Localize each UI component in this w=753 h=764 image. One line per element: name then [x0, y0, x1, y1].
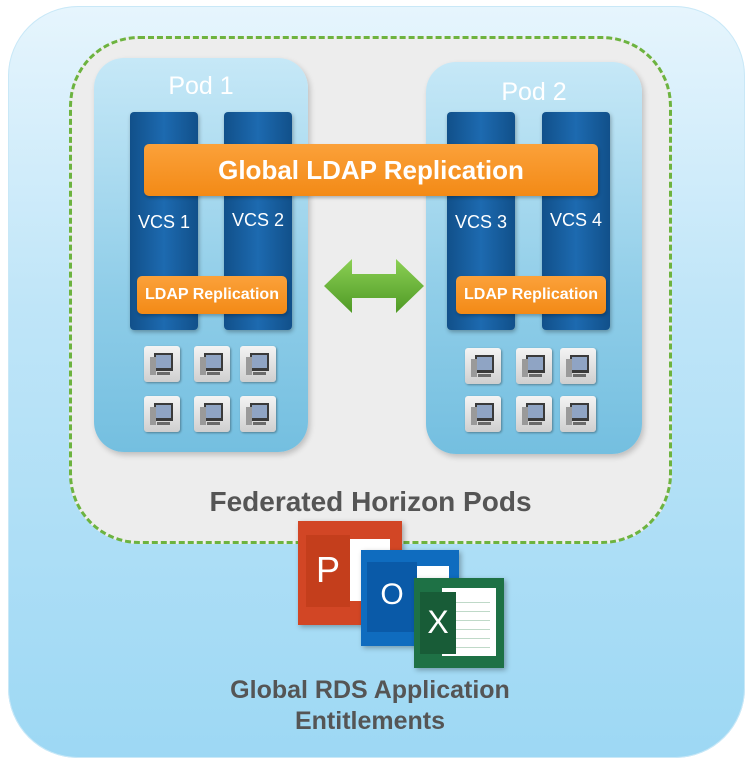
pod-1: Pod 1 VCS 1 VCS 2 LDAP Replication [94, 58, 308, 452]
desktop-icon [194, 346, 230, 382]
global-ldap-replication-bar: Global LDAP Replication [144, 144, 598, 196]
desktop-icon [516, 396, 552, 432]
desktop-icon [516, 348, 552, 384]
bottom-label-line2: Entitlements [294, 707, 446, 735]
powerpoint-letter: P [315, 549, 340, 590]
pod-title: Pod 2 [501, 78, 567, 106]
outlook-letter: O [380, 578, 404, 611]
desktop-icon [465, 396, 501, 432]
vcs-label: VCS 2 [231, 210, 285, 230]
desktop-icon [240, 346, 276, 382]
pod-2: Pod 2 VCS 3 VCS 4 LDAP Replication [426, 62, 642, 454]
ldap-replication-box: LDAP Replication [456, 276, 606, 314]
excel-letter: X [427, 604, 449, 640]
desktop-icon [465, 348, 501, 384]
vcs-label: VCS 3 [454, 212, 508, 232]
federation-label: Federated Horizon Pods [209, 486, 532, 517]
ldap-replication-box: LDAP Replication [137, 276, 287, 314]
desktop-icon [144, 346, 180, 382]
desktop-icon [560, 396, 596, 432]
pod-title: Pod 1 [168, 72, 234, 100]
desktop-icon [240, 396, 276, 432]
desktop-icon [194, 396, 230, 432]
bottom-label-line1: Global RDS Application [230, 676, 510, 704]
desktop-icon [560, 348, 596, 384]
desktop-icon [144, 396, 180, 432]
vcs-label: VCS 4 [549, 210, 603, 230]
vcs-label: VCS 1 [137, 212, 191, 232]
excel-icon: X [414, 578, 504, 668]
double-arrow-icon [324, 259, 424, 313]
